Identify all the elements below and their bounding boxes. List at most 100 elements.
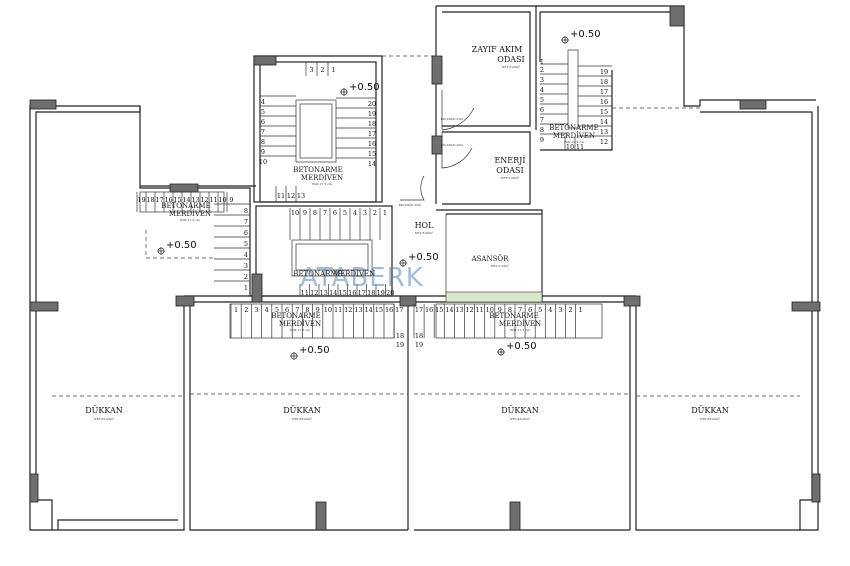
step-number: 20: [386, 289, 394, 297]
step-number: 20: [368, 100, 376, 108]
level-marker-shop-mid-right: +0.50: [497, 341, 537, 356]
step-number: 16: [385, 306, 393, 314]
step-number: 5: [244, 240, 248, 248]
room-name: ASANSÖR: [471, 254, 510, 263]
step-number: 17: [415, 306, 423, 314]
step-number: 17: [358, 289, 366, 297]
step-number: 10: [566, 143, 574, 151]
step-number: 12: [465, 306, 473, 314]
stair-label-line2: MERDİVEN: [169, 209, 211, 218]
step-number: 4: [353, 209, 357, 217]
step-number: 7: [295, 306, 299, 314]
step-number: 5: [275, 306, 279, 314]
step-number: 18: [367, 289, 375, 297]
dashed-lines: [52, 55, 800, 397]
stair-label-line1: BETONARME: [489, 312, 538, 320]
step-number: 15: [339, 289, 347, 297]
step-number: 16: [368, 140, 376, 148]
step-number: 9: [316, 306, 320, 314]
step-number: 19: [368, 110, 376, 118]
step-number: 7: [323, 209, 327, 217]
level-marker-top-right: +0.50: [561, 29, 601, 44]
step-number: 2: [244, 306, 248, 314]
room-shop-mid-left: DÜKKAN NET:46.00m²: [283, 406, 321, 421]
step-number: 4: [548, 306, 552, 314]
stair-outline: [299, 103, 333, 159]
level-value: +0.50: [349, 82, 380, 93]
stair-label-left: BETONARME MERDİVEN Rıht:17,5 cm: [161, 202, 211, 222]
step-number: 3: [254, 306, 258, 314]
watermark-logo: ATABERK: [300, 263, 424, 293]
room-shop-mid-right: DÜKKAN NET:46.00m²: [501, 406, 539, 421]
step-number: 13: [354, 306, 362, 314]
step-number: 6: [285, 306, 289, 314]
step-number: 5: [540, 96, 544, 104]
stair-label-line1: BETONARME: [549, 124, 598, 132]
step-number: 4: [265, 306, 269, 314]
door-label-3: KD(100/h:220): [399, 203, 421, 207]
stair-label-line2: MERDİVEN: [499, 319, 541, 328]
door-label-1: KD(100/h:220): [441, 117, 463, 121]
step-number: 11: [209, 196, 217, 204]
step-number: 3: [540, 76, 544, 84]
level-value: +0.50: [570, 29, 601, 40]
stair-label-small: Rıht:17,5 cm: [180, 218, 200, 222]
room-area: NET:5.25m²: [491, 264, 510, 268]
step-number: 7: [540, 116, 544, 124]
step-number: 15: [600, 108, 608, 116]
step-number: 8: [508, 306, 512, 314]
step-number: 1: [579, 306, 583, 314]
step-number: 15: [375, 306, 383, 314]
stair-label-small: Rıht:17,5 cm: [564, 140, 584, 144]
step-number: 9: [498, 306, 502, 314]
step-number: 11: [576, 143, 584, 151]
step-number: 4: [244, 251, 248, 259]
step-number: 16: [348, 289, 356, 297]
room-weak-current: ZAYIF AKIM ODASI NET:5.00m²: [472, 45, 525, 69]
structural-columns: [29, 5, 821, 531]
step-number: 6: [244, 229, 248, 237]
step-number: 6: [540, 106, 544, 114]
room-shop-right: DÜKKAN NET:46.00m²: [691, 406, 729, 421]
room-name-line2: ODASI: [497, 55, 524, 64]
step-number: 15: [173, 196, 181, 204]
step-number: 8: [244, 207, 248, 215]
stair-label-center-low: BETONARME MERDİVEN: [293, 269, 375, 278]
step-number: 10: [486, 306, 494, 314]
room-name-line1: ENERJİ: [494, 156, 525, 165]
room-name: DÜKKAN: [85, 406, 123, 415]
doors: KD(100/h:220) KD(100/h:220) KD(100/h:220…: [399, 90, 475, 207]
step-number: 14: [445, 306, 453, 314]
room-name: HOL: [415, 221, 435, 230]
step-number: 8: [261, 138, 265, 146]
room-name: DÜKKAN: [283, 406, 321, 415]
room-area: NET:8.00m²: [415, 231, 434, 235]
step-number: 1: [383, 209, 387, 217]
stair-label-shop-mid-left: BETONARME MERDİVEN Rıht:17,5 cm: [271, 312, 321, 332]
step-number: 5: [343, 209, 347, 217]
step-number: 18: [600, 78, 608, 86]
step-number: 13: [191, 196, 199, 204]
level-value: +0.50: [166, 240, 197, 251]
exterior-walls: [29, 5, 819, 531]
room-name: DÜKKAN: [501, 406, 539, 415]
step-number: 4: [261, 98, 265, 106]
step-number: 6: [333, 209, 337, 217]
step-number: 18: [146, 196, 154, 204]
step-number: 7: [261, 128, 265, 136]
step-number: 12: [344, 306, 352, 314]
step-number: 2: [540, 66, 544, 74]
room-area: NET:46.00m²: [700, 417, 721, 421]
step-number: 13: [600, 128, 608, 136]
step-number: 14: [182, 196, 190, 204]
room-area: NET:6.00m²: [501, 176, 520, 180]
stair-label-center-top: BETONARME MERDİVEN Rıht:17,5 cm: [293, 166, 343, 186]
stair-label-line1: BETONARME: [293, 166, 342, 174]
step-number: 19: [415, 341, 423, 349]
step-number: 12: [200, 196, 208, 204]
stair-label-right: BETONARME MERDİVEN Rıht:17,5 cm: [549, 124, 598, 144]
room-name-line2: ODASI: [496, 166, 523, 175]
level-marker-shop-mid-left: +0.50: [290, 345, 330, 360]
step-number: 2: [373, 209, 377, 217]
